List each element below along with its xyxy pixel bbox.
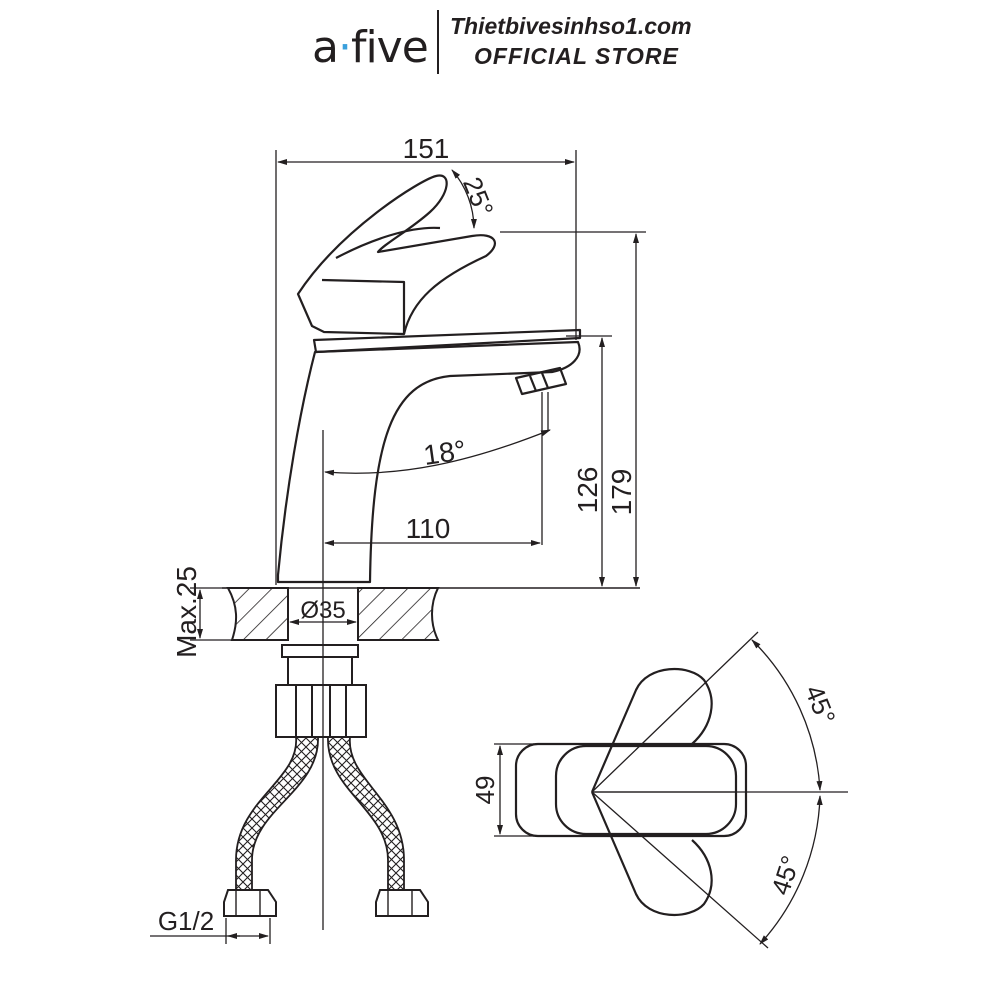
dimension-lines	[150, 150, 646, 944]
label-handle-angle: 25°	[457, 173, 500, 221]
side-view	[276, 174, 582, 584]
lever-left-position	[590, 668, 713, 793]
lever-handle	[296, 174, 496, 336]
cartridge-cap	[312, 328, 582, 354]
label-total-width: 151	[403, 133, 450, 164]
mounting-kit	[275, 644, 367, 738]
label-base-width: 49	[470, 776, 500, 805]
faucet-body	[276, 340, 581, 584]
lever-right-position	[590, 791, 713, 916]
label-max-counter: Max.25	[171, 566, 202, 658]
hose-nut-left	[223, 889, 277, 917]
top-view	[514, 668, 748, 916]
dim-spout-angle	[324, 429, 551, 476]
top-view-dimensions	[494, 631, 848, 949]
hose-nut-right	[375, 889, 429, 917]
brand-logo: a·five	[312, 22, 429, 73]
supply-hoses	[223, 736, 429, 917]
aerator	[514, 366, 568, 396]
lever-center	[554, 744, 738, 836]
label-spout-height: 126	[572, 467, 603, 514]
hose-left	[235, 736, 319, 891]
label-spout-reach: 110	[406, 513, 451, 544]
store-label: OFFICIAL STORE	[474, 43, 679, 69]
dim-rotate-left	[751, 639, 823, 791]
counter-right	[357, 587, 440, 641]
mounting-nut	[275, 684, 367, 738]
label-spout-angle: 18°	[422, 434, 468, 471]
logo-dot: ·	[337, 22, 352, 73]
label-thread: G1/2	[158, 906, 214, 936]
dim-handle-angle	[451, 169, 477, 229]
counter-left	[226, 587, 289, 641]
dim-rotate-right	[759, 795, 823, 945]
store-url: Thietbivesinhso1.com	[450, 13, 692, 39]
header: a·five Thietbivesinhso1.com OFFICIAL STO…	[0, 0, 1000, 90]
base-plate	[514, 742, 748, 838]
hose-right	[327, 736, 405, 891]
label-hole-diameter: Ø35	[300, 597, 345, 624]
label-rotate-right: 45°	[765, 852, 806, 899]
label-total-height: 179	[606, 469, 637, 516]
counter-section	[222, 587, 640, 641]
header-divider	[437, 10, 439, 74]
